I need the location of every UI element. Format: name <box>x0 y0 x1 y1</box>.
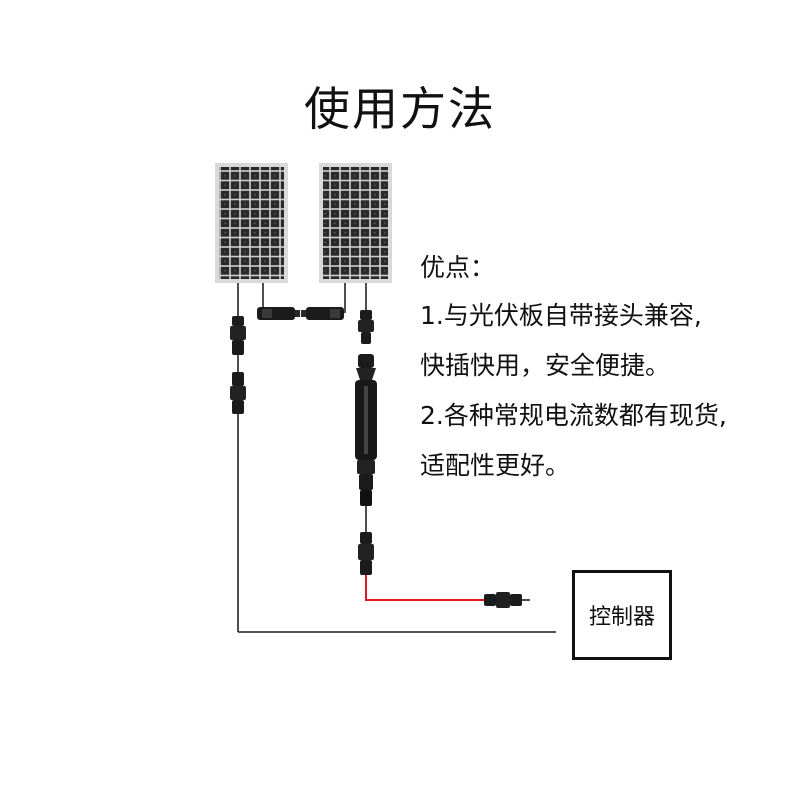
mc4-connector-left-bottom <box>230 372 246 414</box>
advantage-line-2: 快插快用，安全便捷。 <box>420 351 671 380</box>
mc4-connector-right-bottom <box>358 532 374 575</box>
mc4-connector-right-top <box>358 310 374 344</box>
mc4-connector-horizontal <box>257 307 344 320</box>
mc4-connector-left-top <box>230 316 246 355</box>
panel-wires <box>237 283 556 633</box>
advantage-line-4: 适配性更好。 <box>420 451 571 480</box>
positive-wire <box>365 575 488 601</box>
controller-box: 控制器 <box>572 570 672 660</box>
advantage-line-1: 1.与光伏板自带接头兼容, <box>420 301 702 330</box>
advantage-line-3: 2.各种常规电流数都有现货, <box>420 401 727 430</box>
advantages-heading: 优点： <box>420 253 496 282</box>
page-title: 使用方法 <box>304 81 496 136</box>
inline-fuse-holder <box>355 354 377 506</box>
mc4-connector-controller <box>484 592 522 608</box>
controller-label: 控制器 <box>588 605 655 630</box>
solar-panel-left <box>215 163 288 283</box>
solar-panel-right <box>319 163 392 283</box>
